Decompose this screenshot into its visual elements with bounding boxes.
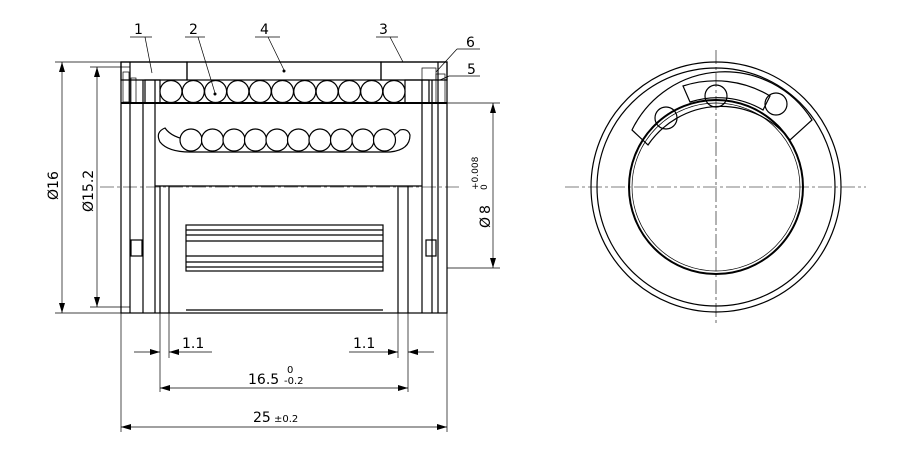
dimension-groove-diameter: Ø15.2 [81, 66, 130, 308]
ball [382, 79, 406, 104]
ball [159, 79, 183, 104]
ball-track-window [185, 224, 384, 272]
ball [181, 79, 205, 104]
dimension-groove-width-right: 1.1 [349, 336, 434, 355]
key-right [425, 239, 437, 257]
ball [360, 79, 384, 104]
seal-left-inner [130, 77, 137, 104]
retainer-left [144, 79, 161, 104]
ball [204, 79, 228, 104]
body-vertical-lines [129, 62, 439, 313]
callout-5: 5 [467, 62, 476, 78]
ball [372, 128, 397, 152]
ball [243, 128, 268, 152]
ball [222, 128, 246, 152]
ball [286, 128, 311, 152]
ball [248, 79, 272, 104]
svg-text:25: 25 [253, 410, 271, 426]
end-ball-3 [764, 92, 788, 116]
svg-text:Ø15.2: Ø15.2 [81, 170, 97, 212]
svg-text:1.1: 1.1 [353, 336, 375, 352]
callout-1: 1 [134, 22, 143, 38]
part-callouts: 1 2 3 4 5 6 [130, 22, 480, 96]
retainer-right [404, 79, 430, 104]
ball [351, 128, 375, 152]
dimension-groove-spacing: 16.5 0 -0.2 [160, 365, 408, 391]
callout-4: 4 [260, 22, 269, 38]
retainer-section [631, 71, 813, 146]
seal-left [122, 71, 130, 103]
svg-text:16.5: 16.5 [248, 372, 279, 388]
ball [329, 128, 354, 152]
dimension-overall-length: 25 ±0.2 [121, 410, 447, 430]
ball-row-return [179, 128, 397, 152]
dimension-outer-diameter: Ø16 [46, 61, 121, 314]
part-1-end-cap-left [120, 61, 188, 81]
ball [293, 79, 317, 104]
callout-6: 6 [466, 35, 475, 51]
ball [270, 79, 295, 104]
key-left [130, 239, 143, 257]
ball [308, 128, 332, 152]
svg-text:0: 0 [480, 184, 490, 190]
ball [200, 128, 225, 152]
part-6-ring [421, 67, 437, 81]
ball [265, 128, 289, 152]
svg-text:+0.008: +0.008 [471, 156, 481, 190]
svg-text:±0.2: ±0.2 [274, 414, 298, 425]
dimension-bore-diameter: Ø8 +0.008 0 [447, 102, 500, 269]
ball-row-loaded [159, 79, 406, 104]
side-view [100, 61, 460, 314]
svg-text:0: 0 [287, 365, 293, 376]
callout-3: 3 [379, 22, 388, 38]
dimension-groove-width-left: 1.1 [134, 336, 212, 355]
ball [179, 128, 203, 152]
svg-text:1.1: 1.1 [182, 336, 204, 352]
end-view [565, 50, 866, 325]
sleeve-section [682, 80, 771, 111]
ball [315, 79, 339, 104]
svg-text:-0.2: -0.2 [284, 376, 304, 387]
ball [226, 79, 250, 104]
svg-text:Ø8: Ø8 [478, 205, 494, 228]
end-ball-1 [654, 106, 678, 130]
ball [337, 79, 361, 104]
callout-2: 2 [189, 22, 198, 38]
svg-text:Ø16: Ø16 [46, 171, 62, 200]
